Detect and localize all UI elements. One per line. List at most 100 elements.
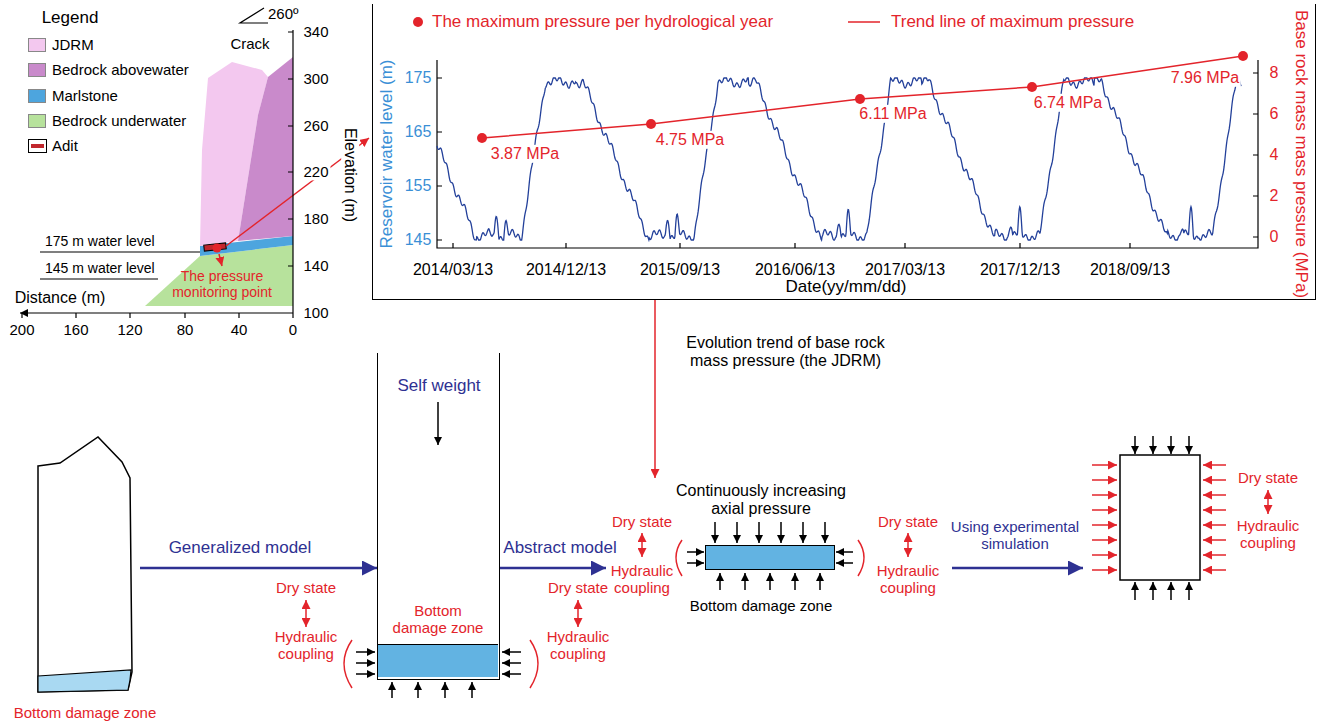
date-label: 2018/09/13 bbox=[1090, 261, 1170, 279]
load-arrow bbox=[780, 522, 782, 543]
legend-text: Bedrock abovewater bbox=[52, 61, 189, 78]
feature-label: Crack bbox=[230, 35, 269, 52]
water-level-label: 175 m water level bbox=[45, 233, 155, 249]
load-arrow bbox=[719, 573, 721, 590]
legend-sample bbox=[31, 144, 44, 148]
cross-section bbox=[145, 57, 293, 306]
load-arrow bbox=[736, 522, 738, 543]
value-label: 6.74 MPa bbox=[1032, 94, 1104, 112]
section-axes bbox=[22, 313, 293, 318]
tick-label: 175 bbox=[405, 69, 432, 87]
legend-text: Trend line of maximum pressure bbox=[891, 12, 1134, 32]
value-label: 7.96 MPa bbox=[1169, 69, 1241, 87]
load-arrow bbox=[356, 402, 1189, 698]
cross-section bbox=[238, 57, 293, 241]
state-label: Hydraulic coupling bbox=[1232, 517, 1304, 552]
tick-label: 0 bbox=[1270, 228, 1279, 246]
date-label: 2015/09/13 bbox=[640, 261, 720, 279]
load-arrow bbox=[1152, 436, 1154, 454]
monitoring-label: The pressure monitoring point bbox=[166, 268, 278, 300]
water-pressure-arrow bbox=[1092, 524, 1117, 526]
legend-swatch bbox=[28, 38, 46, 52]
tick-label: 165 bbox=[405, 123, 432, 141]
load-arrow bbox=[391, 682, 393, 698]
damage-zone-fill bbox=[38, 670, 131, 692]
tick-label: 260 bbox=[301, 117, 330, 134]
water-pressure-arrow bbox=[1092, 539, 1117, 541]
state-switch-arrow bbox=[1267, 490, 1269, 514]
water-pressure-arrow bbox=[1203, 509, 1226, 511]
load-arrow bbox=[1170, 436, 1172, 454]
tick-label: 4 bbox=[1270, 146, 1279, 164]
abstract-model: Continuously increasing axial pressureBo… bbox=[606, 478, 875, 618]
water-pressure-arrow bbox=[1203, 539, 1226, 541]
legend-swatch bbox=[28, 114, 46, 128]
load-arrow bbox=[1134, 436, 1136, 454]
pressure-trend bbox=[1027, 82, 1037, 92]
legend-sample bbox=[846, 14, 882, 30]
legend-sample bbox=[413, 17, 423, 27]
cross-section bbox=[213, 244, 222, 253]
chart-axes bbox=[1253, 73, 1258, 237]
leader-arrow bbox=[219, 254, 222, 266]
axis-title: Reservoir water level (m) bbox=[377, 60, 397, 249]
water-pressure-arrow bbox=[1092, 569, 1117, 571]
load-arrow bbox=[1188, 582, 1190, 600]
water-level-line bbox=[40, 252, 200, 279]
tick-label: 100 bbox=[301, 304, 330, 321]
load-arrow bbox=[502, 673, 521, 675]
water-level-curve bbox=[437, 78, 1241, 240]
slope-outline-shape bbox=[38, 437, 132, 692]
tick-label: 160 bbox=[63, 321, 88, 338]
pressure-trend bbox=[1238, 51, 1248, 61]
water-pressure-arrow bbox=[1092, 554, 1117, 556]
pressure-trend bbox=[482, 56, 1243, 138]
zone-label: Bottom damage zone bbox=[14, 704, 157, 721]
water-pressure-arrow bbox=[1203, 569, 1226, 571]
state-label: Dry state bbox=[612, 513, 672, 530]
state-switch-arrow bbox=[305, 600, 307, 627]
axis-title: Base rock mass mass pressure (MPa) bbox=[1291, 10, 1311, 298]
water-pressure-arrow bbox=[1092, 479, 1117, 481]
chart-axes bbox=[453, 243, 1130, 248]
boundary-bracket bbox=[676, 540, 682, 576]
boundary-bracket bbox=[530, 640, 538, 688]
water-level-line bbox=[40, 278, 158, 279]
load-arrow bbox=[687, 562, 704, 564]
legend-title: Legend bbox=[42, 8, 99, 28]
load-arrow bbox=[417, 682, 419, 698]
boundary-bracket bbox=[344, 640, 352, 688]
date-label: 2017/03/13 bbox=[865, 261, 945, 279]
water-level-line bbox=[40, 251, 200, 252]
flow-arrow bbox=[654, 300, 656, 478]
edge-label: Evolution trend of base rock mass pressu… bbox=[668, 334, 903, 371]
load-arrow bbox=[437, 402, 439, 445]
water-pressure-arrow bbox=[1203, 479, 1226, 481]
value-label: 6.11 MPa bbox=[857, 105, 928, 123]
chart-axes bbox=[437, 60, 1258, 248]
pressure-trend bbox=[855, 94, 865, 104]
water-pressure-arrow bbox=[1203, 494, 1226, 496]
load-arrow bbox=[444, 682, 446, 698]
date-label: 2016/06/13 bbox=[755, 261, 835, 279]
load-arrow bbox=[1170, 582, 1172, 600]
section-axes bbox=[20, 8, 293, 318]
edge-label: Abstract model bbox=[503, 538, 616, 558]
boundary-bracket bbox=[858, 540, 864, 576]
water-pressure-arrow bbox=[1203, 464, 1226, 466]
load-arrow bbox=[1188, 436, 1190, 454]
chart-axes bbox=[437, 60, 1258, 248]
step-label: Using experimental simulation bbox=[949, 518, 1081, 553]
load-arrow bbox=[769, 573, 771, 590]
legend-swatch bbox=[28, 89, 46, 103]
state-label: Hydraulic coupling bbox=[872, 562, 944, 597]
boundary-bracket bbox=[344, 540, 864, 688]
load-arrow bbox=[836, 562, 853, 564]
tick-label: 340 bbox=[301, 23, 330, 40]
legend-swatch bbox=[28, 63, 46, 77]
state-switch-arrow bbox=[577, 600, 579, 627]
tick-label: 155 bbox=[405, 177, 432, 195]
state-label: Hydraulic coupling bbox=[270, 628, 342, 663]
load-arrow bbox=[687, 551, 704, 553]
pressure-trend bbox=[477, 51, 1248, 143]
